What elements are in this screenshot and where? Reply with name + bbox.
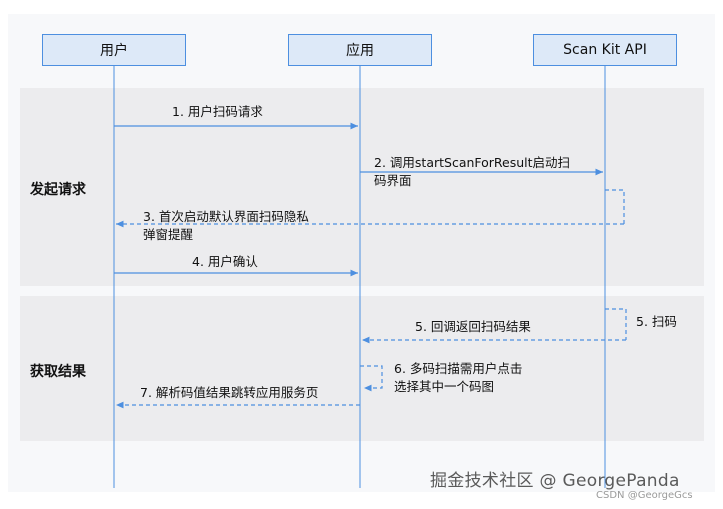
- arrow-self-loop-6: [360, 365, 383, 392]
- message-3: 3. 首次启动默认界面扫码隐私 弹窗提醒: [143, 208, 309, 244]
- message-7-line-1: 7. 解析码值结果跳转应用服务页: [140, 385, 319, 400]
- participant-scankit: Scan Kit API: [533, 34, 677, 66]
- watermark-main: 掘金技术社区 @ GeorgePanda: [430, 471, 680, 491]
- message-6-line-1: 6. 多码扫描需用户点击: [394, 361, 523, 376]
- message-2: 2. 调用startScanForResult启动扫 码界面: [374, 154, 570, 190]
- section-band-result: [20, 296, 704, 441]
- message-4: 4. 用户确认: [192, 253, 258, 271]
- arrow-self-loop-5: [605, 308, 627, 340]
- participant-user: 用户: [42, 34, 186, 66]
- message-5-scan-line-1: 5. 扫码: [636, 314, 677, 329]
- arrow-self-loop-3: [605, 189, 625, 224]
- message-5-callback: 5. 回调返回扫码结果: [415, 318, 531, 336]
- section-label-result: 获取结果: [30, 364, 86, 380]
- message-6: 6. 多码扫描需用户点击 选择其中一个码图: [394, 360, 522, 396]
- message-2-line-1: 2. 调用startScanForResult启动扫: [374, 155, 571, 170]
- message-5-callback-line-1: 5. 回调返回扫码结果: [415, 319, 531, 334]
- watermark-sub: CSDN @GeorgeGcs: [596, 490, 693, 501]
- message-1-line-1: 1. 用户扫码请求: [172, 104, 263, 119]
- message-1: 1. 用户扫码请求: [172, 103, 263, 121]
- message-4-line-1: 4. 用户确认: [192, 254, 258, 269]
- message-3-line-1: 3. 首次启动默认界面扫码隐私: [143, 209, 309, 224]
- message-2-line-2: 码界面: [374, 173, 412, 188]
- participant-app: 应用: [288, 34, 432, 66]
- message-3-line-2: 弹窗提醒: [143, 227, 194, 242]
- section-band-request: [20, 88, 704, 286]
- message-7: 7. 解析码值结果跳转应用服务页: [140, 384, 318, 402]
- message-5-scan: 5. 扫码: [636, 313, 677, 331]
- section-label-request: 发起请求: [30, 182, 86, 198]
- message-6-line-2: 选择其中一个码图: [394, 379, 495, 394]
